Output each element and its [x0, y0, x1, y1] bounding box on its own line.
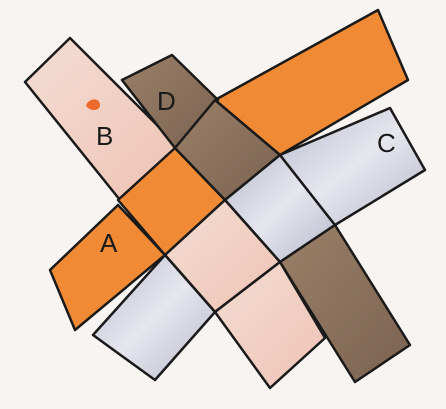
label-c: C [377, 128, 396, 158]
label-b: B [96, 121, 113, 151]
label-d: D [157, 86, 176, 116]
label-a: A [100, 228, 118, 258]
